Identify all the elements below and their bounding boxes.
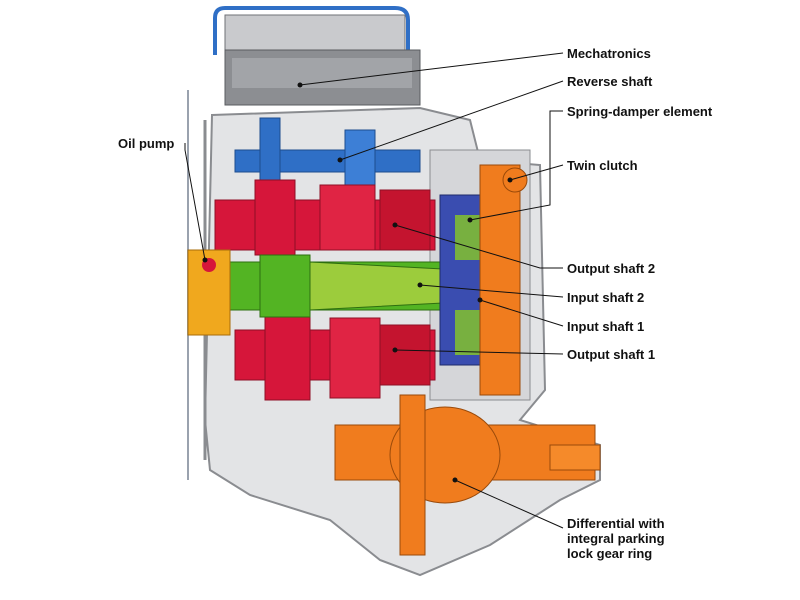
label-differential-line-3: lock gear ring: [567, 546, 652, 561]
leader-lines: [184, 52, 564, 529]
label-differential-line-2: integral parking: [567, 531, 665, 546]
label-output-shaft-2: Output shaft 2: [567, 261, 655, 276]
label-twin-clutch: Twin clutch: [567, 158, 638, 173]
label-reverse-shaft: Reverse shaft: [567, 74, 653, 89]
label-differential-line-1: Differential with: [567, 516, 665, 531]
label-mechatronics: Mechatronics: [567, 46, 651, 61]
mechatronics-unit: [213, 6, 421, 106]
output-shaft-2: [214, 179, 436, 256]
label-input-shaft-2: Input shaft 2: [567, 290, 644, 305]
callout-labels: Mechatronics Reverse shaft Spring-damper…: [118, 46, 713, 561]
label-output-shaft-1: Output shaft 1: [567, 347, 655, 362]
oil-pump: [187, 249, 231, 336]
label-input-shaft-1: Input shaft 1: [567, 319, 644, 334]
differential: [334, 394, 601, 556]
label-oil-pump: Oil pump: [118, 136, 174, 151]
twin-clutch-assembly: [439, 164, 528, 396]
label-spring-damper-element: Spring-damper element: [567, 104, 713, 119]
output-shaft-1: [234, 309, 436, 401]
